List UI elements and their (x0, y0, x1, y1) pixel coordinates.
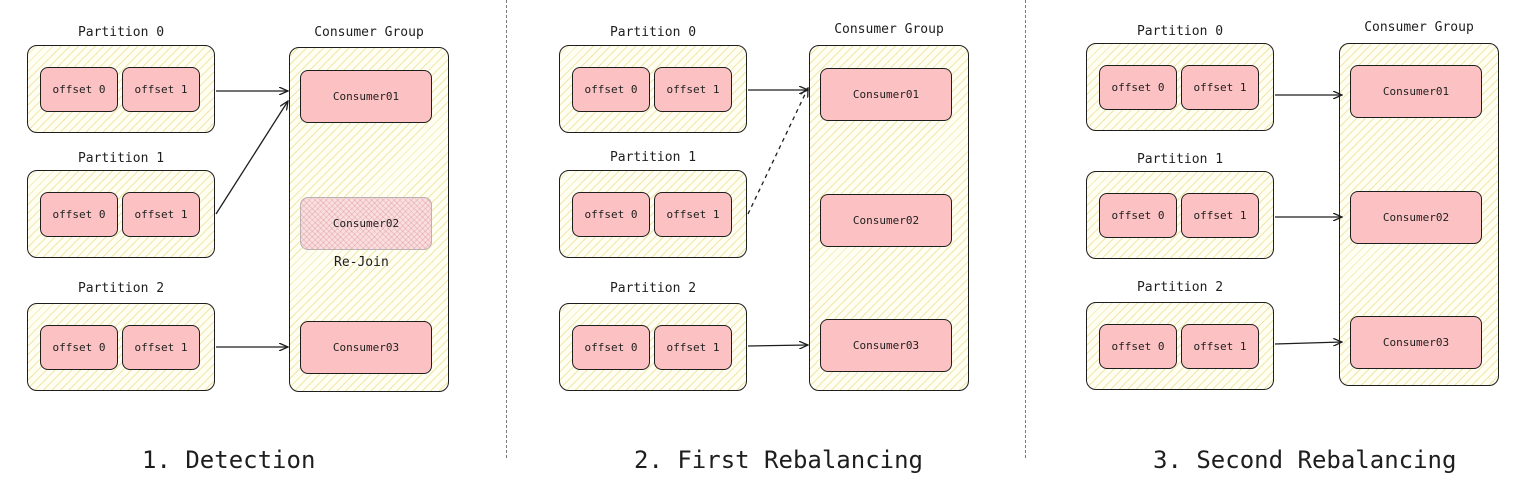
offset-cell: offset 0 (40, 192, 118, 237)
offset-cell: offset 0 (1099, 324, 1177, 369)
partition-title: Partition 2 (609, 281, 697, 296)
partition-box: offset 0 offset 1 (1086, 43, 1274, 131)
partition-box: offset 0 offset 1 (27, 45, 215, 133)
stage-first-rebalancing: Partition 0 offset 0 offset 1 Partition … (0, 0, 969, 503)
partition-title: Partition 1 (609, 150, 697, 165)
offset-cell: offset 0 (1099, 65, 1177, 110)
stage-second-rebalancing: Partition 0 offset 0 offset 1 Partition … (0, 0, 1499, 503)
consumer-box-rejoining: Consumer02 (300, 197, 432, 250)
offset-cell: offset 0 (572, 192, 650, 237)
consumer-box: Consumer01 (300, 70, 432, 123)
consumer-box: Consumer02 (820, 194, 952, 247)
consumer-box: Consumer03 (820, 319, 952, 372)
consumer-box: Consumer01 (1350, 65, 1482, 118)
consumer-group-box: Consumer01 Consumer02 Consumer03 (1339, 43, 1499, 386)
partition-box: offset 0 offset 1 (27, 303, 215, 391)
consumer-group-box: Consumer01 Consumer02 Consumer03 (809, 45, 969, 391)
partition-title: Partition 1 (1136, 152, 1224, 167)
partition-box: offset 0 offset 1 (1086, 171, 1274, 259)
consumer-group-box: Consumer01 Consumer02 Re-Join Consumer03 (289, 47, 449, 392)
offset-cell: offset 1 (654, 192, 732, 237)
consumer-group-title: Consumer Group (1364, 20, 1474, 35)
offset-cell: offset 1 (654, 67, 732, 112)
offset-cell: offset 0 (40, 325, 118, 370)
partition-title: Partition 2 (77, 281, 165, 296)
offset-cell: offset 1 (1181, 65, 1259, 110)
partition-title: Partition 0 (77, 25, 165, 40)
assignment-arrow-pending (747, 88, 808, 215)
assignment-arrow (1274, 342, 1342, 344)
partition-title: Partition 1 (77, 151, 165, 166)
partition-box: offset 0 offset 1 (559, 45, 747, 133)
partition-box: offset 0 offset 1 (27, 170, 215, 258)
offset-cell: offset 1 (654, 325, 732, 370)
stage-divider (1025, 0, 1026, 458)
consumer-box: Consumer03 (300, 321, 432, 374)
offset-cell: offset 0 (572, 67, 650, 112)
stage-title: 2. First Rebalancing (634, 446, 923, 474)
offset-cell: offset 1 (1181, 193, 1259, 238)
consumer-box: Consumer01 (820, 68, 952, 121)
offset-cell: offset 0 (1099, 193, 1177, 238)
offset-cell: offset 1 (122, 67, 200, 112)
consumer-box: Consumer02 (1350, 191, 1482, 244)
partition-box: offset 0 offset 1 (559, 170, 747, 258)
partition-box: offset 0 offset 1 (559, 303, 747, 391)
offset-cell: offset 1 (1181, 324, 1259, 369)
offset-cell: offset 0 (572, 325, 650, 370)
assignment-arrow (747, 345, 808, 346)
offset-cell: offset 1 (122, 192, 200, 237)
stage-title: 3. Second Rebalancing (1153, 446, 1457, 474)
consumer-group-title: Consumer Group (834, 22, 944, 37)
partition-title: Partition 0 (1136, 24, 1224, 39)
offset-cell: offset 0 (40, 67, 118, 112)
partition-title: Partition 2 (1136, 280, 1224, 295)
stage-detection: Partition 0 offset 0 offset 1 Partition … (0, 0, 500, 503)
partition-box: offset 0 offset 1 (1086, 302, 1274, 390)
rejoin-label: Re-Join (334, 255, 389, 270)
offset-cell: offset 1 (122, 325, 200, 370)
consumer-box: Consumer03 (1350, 316, 1482, 369)
stage-title: 1. Detection (142, 446, 316, 474)
partition-title: Partition 0 (609, 25, 697, 40)
stage-divider (506, 0, 507, 458)
consumer-group-title: Consumer Group (314, 25, 424, 40)
